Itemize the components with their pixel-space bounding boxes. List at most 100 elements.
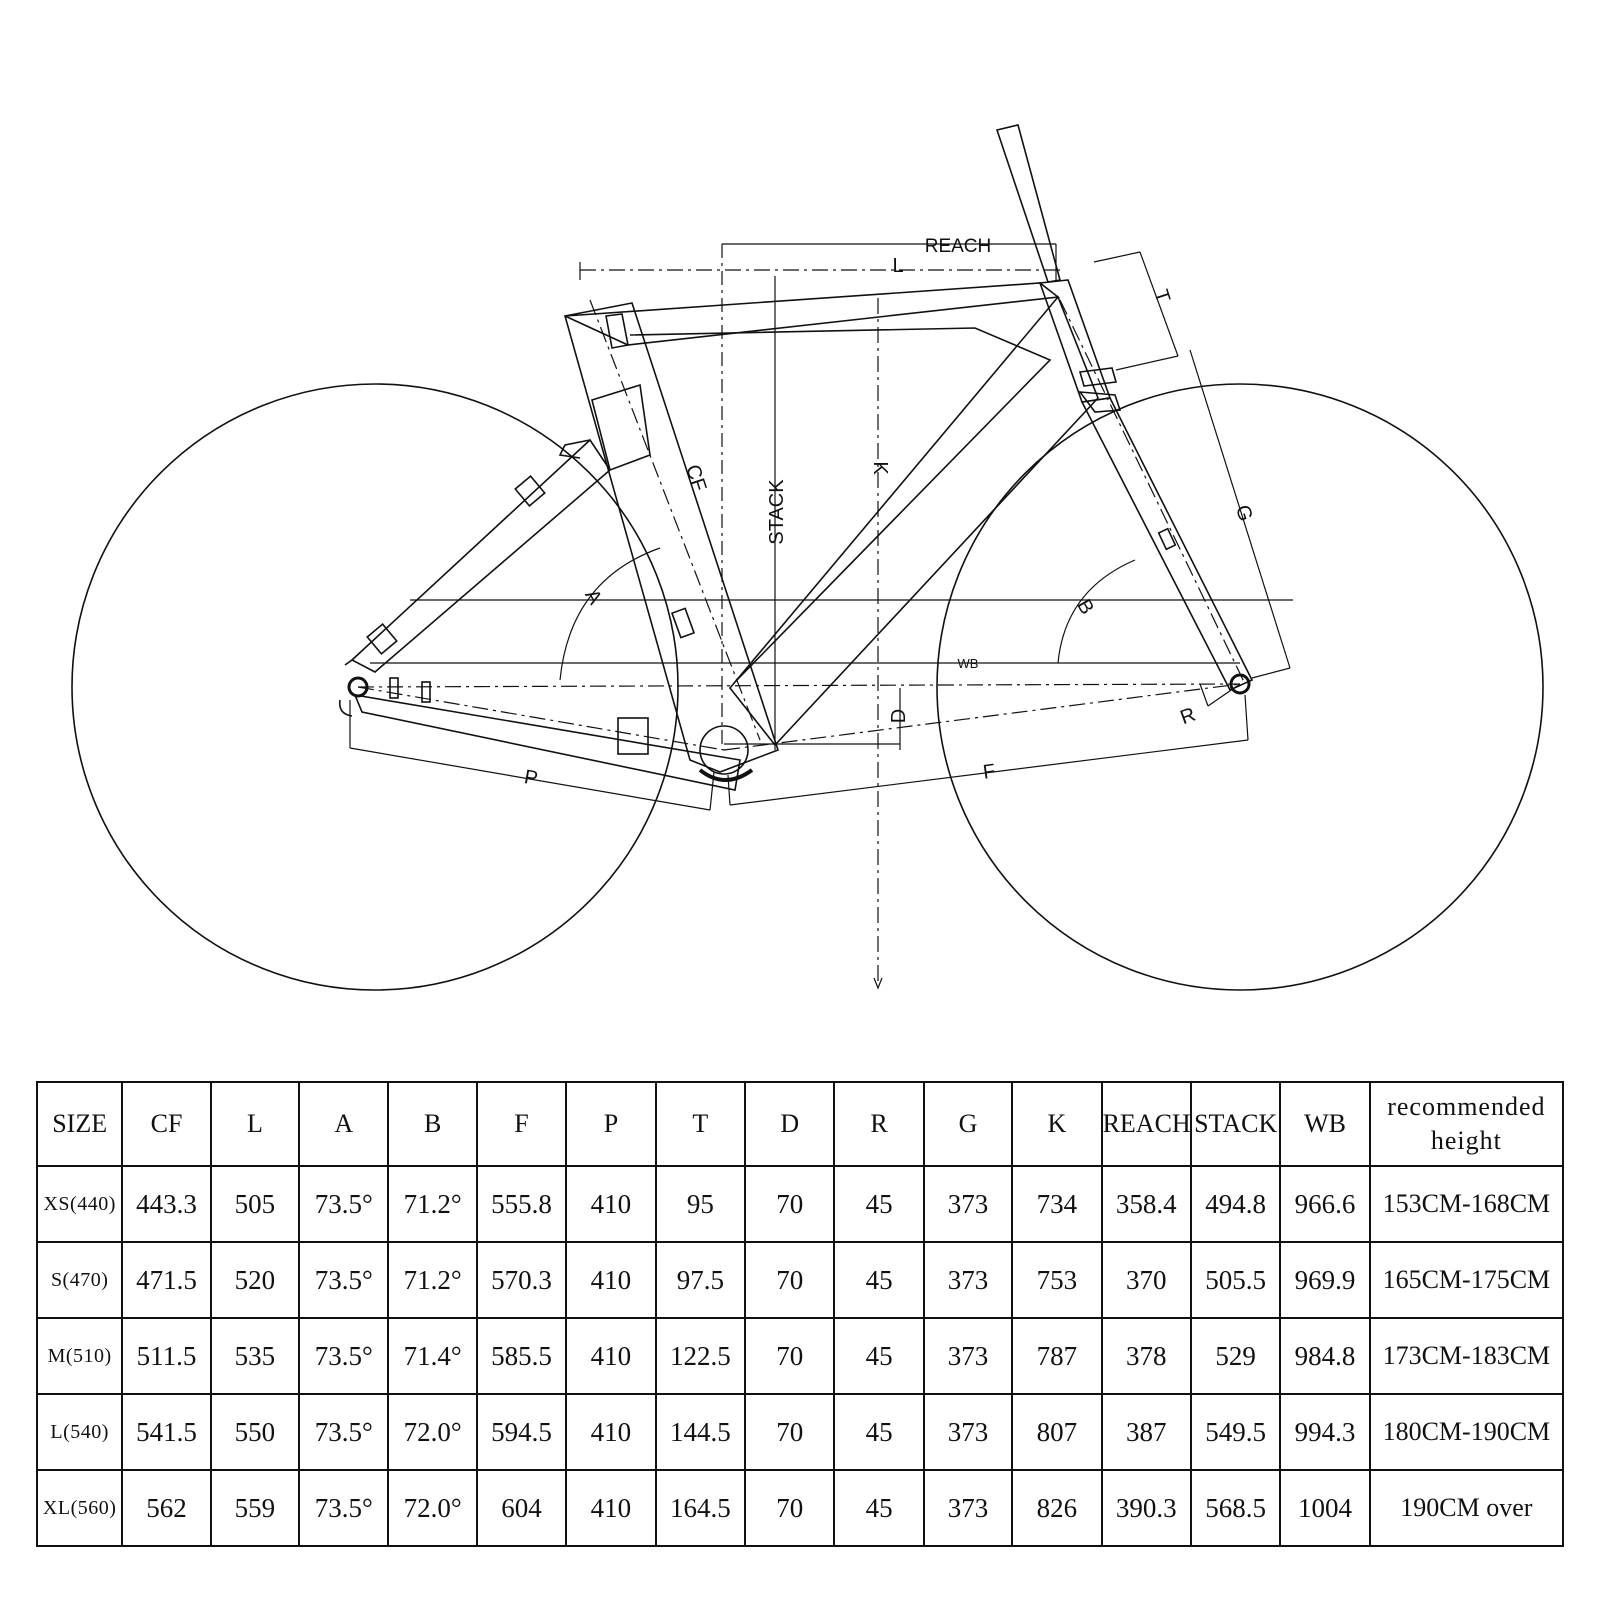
table-cell: 70: [744, 1317, 836, 1395]
table-cell: 390.3: [1100, 1469, 1192, 1547]
table-cell: 370: [1100, 1241, 1192, 1319]
table-cell: 358.4: [1100, 1165, 1192, 1243]
label-t: T: [1149, 287, 1174, 305]
size-cell: XL(560): [35, 1469, 124, 1547]
table-cell: 70: [744, 1469, 836, 1547]
col-header: P: [565, 1081, 657, 1167]
col-header: F: [475, 1081, 568, 1167]
size-cell: M(510): [35, 1317, 124, 1395]
table-cell: 180CM-190CM: [1368, 1393, 1565, 1471]
table-cell: 70: [744, 1165, 836, 1243]
table-cell: 550: [209, 1393, 301, 1471]
table-cell: 97.5: [654, 1241, 747, 1319]
size-cell: S(470): [35, 1241, 124, 1319]
col-header: D: [744, 1081, 836, 1167]
table-cell: 72.0°: [387, 1469, 478, 1547]
col-header: B: [387, 1081, 478, 1167]
table-cell: 373: [922, 1165, 1014, 1243]
table-cell: 378: [1100, 1317, 1192, 1395]
table-cell: 410: [565, 1317, 657, 1395]
table-cell: 555.8: [475, 1165, 568, 1243]
table-cell: 505.5: [1189, 1241, 1282, 1319]
seat-tube: [563, 302, 779, 773]
label-l: L: [892, 255, 903, 277]
table-cell: 164.5: [654, 1469, 747, 1547]
table-cell: 95: [654, 1165, 747, 1243]
table-cell: 969.9: [1279, 1241, 1371, 1319]
label-g: G: [1231, 502, 1257, 524]
col-header: CF: [121, 1081, 212, 1167]
table-cell: 787: [1011, 1317, 1103, 1395]
table-cell: 153CM-168CM: [1368, 1165, 1565, 1243]
front-wheel: [936, 383, 1544, 991]
table-cell: 71.4°: [387, 1317, 478, 1395]
table-cell: 535: [209, 1317, 301, 1395]
col-header-recommended-height: recommended height: [1368, 1081, 1565, 1167]
col-header: R: [833, 1081, 925, 1167]
label-p: P: [523, 766, 540, 790]
col-header: K: [1011, 1081, 1103, 1167]
table-cell: 826: [1011, 1469, 1103, 1547]
table-cell: 73.5°: [298, 1393, 390, 1471]
table-cell: 387: [1100, 1393, 1192, 1471]
col-header: G: [922, 1081, 1014, 1167]
table-cell: 165CM-175CM: [1368, 1241, 1565, 1319]
col-header: T: [654, 1081, 747, 1167]
table-cell: 807: [1011, 1393, 1103, 1471]
table-cell: 520: [209, 1241, 301, 1319]
table-cell: 45: [833, 1165, 925, 1243]
table-cell: 410: [565, 1241, 657, 1319]
table-cell: 45: [833, 1393, 925, 1471]
table-cell: 734: [1011, 1165, 1103, 1243]
table-cell: 568.5: [1189, 1469, 1282, 1547]
label-reach: REACH: [925, 236, 992, 257]
col-header: SIZE: [35, 1081, 124, 1167]
col-header: STACK: [1189, 1081, 1282, 1167]
label-cf: CF: [681, 462, 710, 494]
table-cell: 604: [475, 1469, 568, 1547]
table-cell: 1004: [1279, 1469, 1371, 1547]
table-cell: 45: [833, 1241, 925, 1319]
table-cell: 471.5: [121, 1241, 212, 1319]
chain-stay: [353, 693, 741, 791]
table-cell: 173CM-183CM: [1368, 1317, 1565, 1395]
label-d: D: [888, 709, 910, 723]
size-cell: XS(440): [35, 1165, 124, 1243]
top-tube: [564, 282, 1061, 346]
table-cell: 984.8: [1279, 1317, 1371, 1395]
table-cell: 443.3: [121, 1165, 212, 1243]
bottom-bracket: [699, 725, 749, 775]
table-cell: 585.5: [475, 1317, 568, 1395]
table-cell: 410: [565, 1469, 657, 1547]
table-cell: 373: [922, 1317, 1014, 1395]
table-cell: 71.2°: [387, 1241, 478, 1319]
table-cell: 549.5: [1189, 1393, 1282, 1471]
table-cell: 373: [922, 1393, 1014, 1471]
table-cell: 562: [121, 1469, 212, 1547]
table-cell: 45: [833, 1469, 925, 1547]
table-cell: 73.5°: [298, 1165, 390, 1243]
table-cell: 70: [744, 1241, 836, 1319]
table-cell: 505: [209, 1165, 301, 1243]
table-cell: 410: [565, 1165, 657, 1243]
table-cell: 70: [744, 1393, 836, 1471]
table-cell: 122.5: [654, 1317, 747, 1395]
table-cell: 410: [565, 1393, 657, 1471]
seat-stay: [350, 438, 612, 673]
table-cell: 144.5: [654, 1393, 747, 1471]
table-cell: 511.5: [121, 1317, 212, 1395]
table-cell: 73.5°: [298, 1469, 390, 1547]
label-wb: WB: [958, 656, 979, 671]
table-cell: 570.3: [475, 1241, 568, 1319]
geometry-table: SIZE CF L A B F P T D R G K REACH STACK …: [35, 1081, 1565, 1547]
table-cell: 72.0°: [387, 1393, 478, 1471]
table-cell: 541.5: [121, 1393, 212, 1471]
table-cell: 73.5°: [298, 1317, 390, 1395]
table-cell: 753: [1011, 1241, 1103, 1319]
table-cell: 71.2°: [387, 1165, 478, 1243]
